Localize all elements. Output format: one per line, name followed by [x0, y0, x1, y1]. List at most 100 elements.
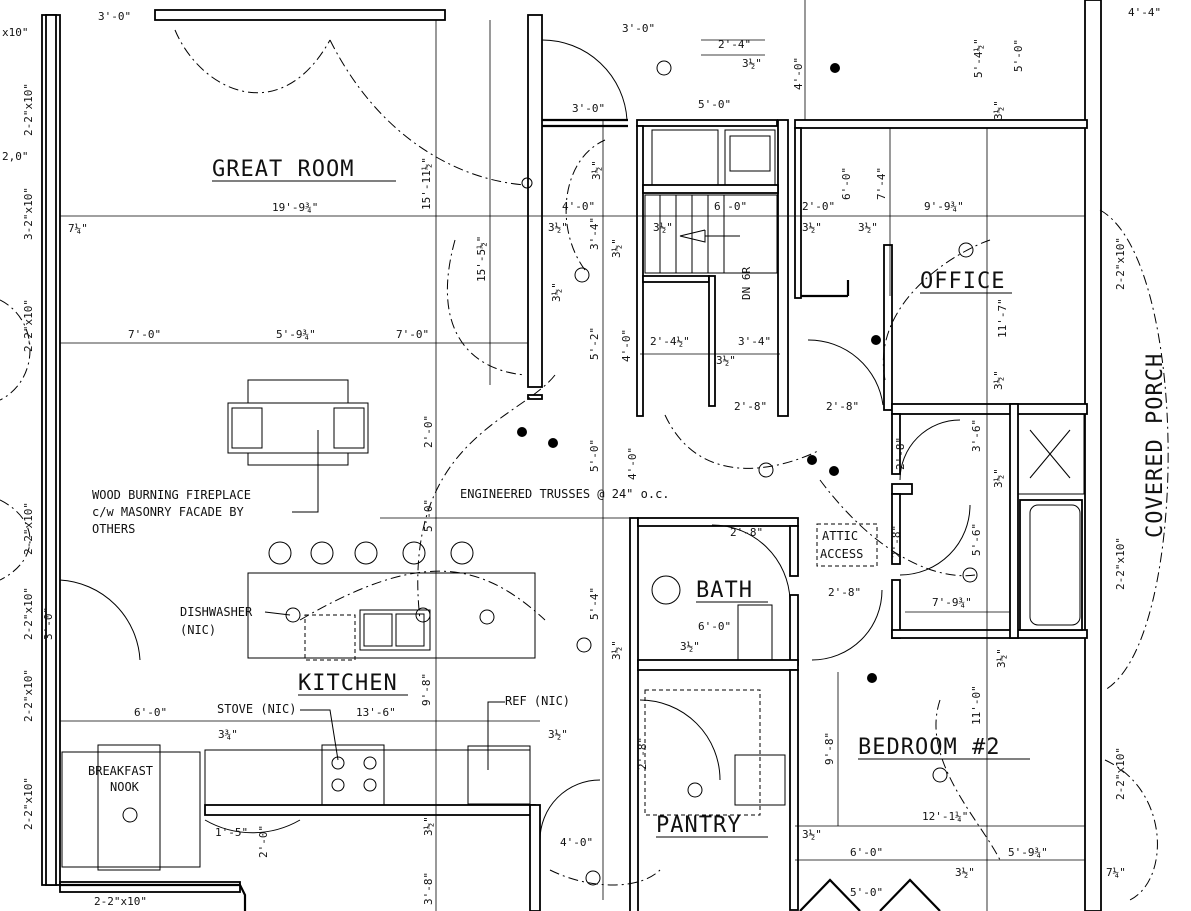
dimension: 2'-8"	[890, 525, 903, 558]
dimension: 2'-8"	[636, 737, 649, 770]
room-label-covered-porch: COVERED PORCH	[1143, 353, 1168, 538]
dimension: 2'-8"	[828, 586, 861, 599]
dimension: 3¾"	[218, 728, 238, 741]
window-callout: 2-2"x10"	[22, 587, 35, 640]
dimension: 5'-2"	[588, 327, 601, 360]
dimension: 3½"	[716, 354, 736, 367]
dimension: 5'-0"	[422, 499, 435, 532]
fireplace-note-line-3: OTHERS	[92, 522, 135, 536]
dimension: 2'-0"	[802, 200, 835, 213]
window-callout: 3'-0"	[42, 607, 55, 640]
dimension: 5'-0"	[698, 98, 731, 111]
dimension: 3½"	[653, 221, 673, 234]
dimension: 3½"	[422, 816, 435, 836]
dimension: 2'-8"	[730, 526, 763, 539]
dimension: 9'-9¾"	[924, 200, 964, 213]
room-label-great-room: GREAT ROOM	[212, 157, 354, 182]
stair-down-label: DN 6R	[740, 267, 753, 300]
dimension: 2'-0"	[422, 415, 435, 448]
dimension: 7¼"	[68, 222, 88, 235]
dimension: 4'-0"	[562, 200, 595, 213]
dimension: 4'-0"	[620, 329, 633, 362]
dimension: 3½"	[992, 370, 1005, 390]
dimension: 5'-0"	[850, 886, 883, 899]
dimension: 3½"	[548, 221, 568, 234]
dimension: 3'-4"	[588, 217, 601, 250]
dimension: 19'-9¾"	[272, 201, 318, 214]
dimension: 2'-8"	[734, 400, 767, 413]
dimension: 5'-0"	[1012, 39, 1025, 72]
attic-access-label-2: ACCESS	[820, 547, 863, 561]
dimension: 3½"	[992, 100, 1005, 120]
fireplace-note-line-1: WOOD BURNING FIREPLACE	[92, 488, 251, 502]
dimension: 13'-6"	[356, 706, 396, 719]
window-callout: 2-2"x10"	[22, 777, 35, 830]
room-label-nook: NOOK	[110, 780, 140, 794]
ref-label: REF (NIC)	[505, 694, 570, 708]
stove-label: STOVE (NIC)	[217, 702, 296, 716]
room-label-bedroom-2: BEDROOM #2	[858, 735, 1000, 760]
window-callout: 2,0"	[2, 150, 29, 163]
door-swings	[59, 39, 971, 841]
dimension: 11'-0"	[970, 685, 983, 725]
window-callout: 2-2"x10"	[22, 299, 35, 352]
dimension: 3½"	[548, 728, 568, 741]
dimension: 5'-6"	[970, 523, 983, 556]
dimension: 3½"	[610, 238, 623, 258]
dimension: 2'-8"	[826, 400, 859, 413]
dimension: 3½"	[550, 282, 563, 302]
dimension: 11'-7"	[996, 298, 1009, 338]
dimension: 5'-4½"	[972, 38, 985, 78]
window-callout: 2-2"x10"	[1114, 537, 1127, 590]
electrical-circuits	[0, 29, 1169, 901]
dimension: 3'-4"	[738, 335, 771, 348]
dimension: 15'-5½"	[475, 236, 488, 282]
dimension: 7'-0"	[128, 328, 161, 341]
dimension: 3½"	[680, 640, 700, 653]
dimension: 5'-9¾"	[1008, 846, 1048, 859]
fireplace-note-line-2: c/w MASONRY FACADE BY	[92, 505, 244, 519]
exterior-walls	[41, 0, 1102, 911]
dimension: 3½"	[590, 160, 603, 180]
dimension: 5'-0"	[588, 439, 601, 472]
dimension: 3½"	[742, 57, 762, 70]
dimension: 6'-0"	[840, 167, 853, 200]
room-label-bath: BATH	[696, 578, 753, 603]
dimension: 9'-8"	[823, 732, 836, 765]
room-label-office: OFFICE	[920, 269, 1005, 294]
dimension: 3'-0"	[98, 10, 131, 23]
dimension: 3½"	[610, 640, 623, 660]
dimension: 7¼"	[1106, 866, 1126, 879]
dimension: 3'-8"	[422, 872, 435, 905]
dimension: 4'-0"	[626, 447, 639, 480]
dimension: 2'-4½"	[650, 335, 690, 348]
dimension: 3'-0"	[572, 102, 605, 115]
window-callout: 2-2"x10"	[94, 895, 147, 908]
dimension: 2'-8"	[894, 437, 907, 470]
dimension: 6'-0"	[134, 706, 167, 719]
window-callout: 2-2"x10"	[1114, 237, 1127, 290]
dimension: 12'-1¼"	[922, 810, 968, 823]
room-label-pantry: PANTRY	[656, 813, 741, 838]
dimension: 15'-11½"	[420, 157, 433, 210]
stair	[644, 194, 778, 274]
window-callout: 2-2"x10"	[22, 502, 35, 555]
dimension: 7'-9¾"	[932, 596, 972, 609]
dimension: 2'-0"	[257, 825, 270, 858]
window-callout: 3-2"x10"	[22, 187, 35, 240]
dimension: 6'-0"	[850, 846, 883, 859]
dishwasher-nic-label: (NIC)	[180, 623, 216, 637]
dimension: 4'-0"	[792, 57, 805, 90]
trusses-note: ENGINEERED TRUSSES @ 24" o.c.	[460, 487, 670, 501]
window-callout: 2-2"x10"	[1114, 747, 1127, 800]
dishwasher-label: DISHWASHER	[180, 605, 253, 619]
dimension: 3'-6"	[970, 419, 983, 452]
dimension: 3½"	[802, 221, 822, 234]
dimension: 7'-0"	[396, 328, 429, 341]
attic-access-label-1: ATTIC	[822, 529, 858, 543]
dimension: 3'-0"	[622, 22, 655, 35]
dimension: 6'-0"	[698, 620, 731, 633]
dimension: 7'-4"	[875, 167, 888, 200]
room-label-breakfast: BREAKFAST	[88, 764, 153, 778]
